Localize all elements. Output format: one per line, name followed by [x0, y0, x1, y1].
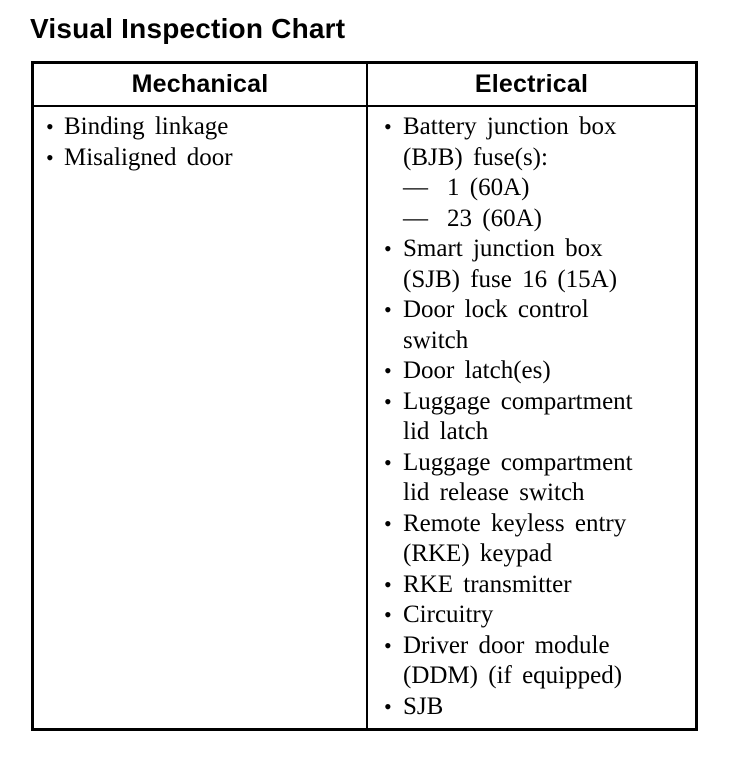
bullet-icon: • [384, 693, 392, 719]
mechanical-cell: • Binding linkage • Misaligned door [34, 107, 368, 728]
table-header-row: Mechanical Electrical [34, 64, 695, 107]
list-item-text: Door lock control switch [403, 296, 589, 354]
list-item: • Door latch(es) [384, 356, 691, 387]
sub-list-item: — 1 (60A) [384, 173, 691, 204]
list-item: • SJB [384, 692, 691, 723]
list-item: • Smart junction box (SJB) fuse 16 (15A) [384, 234, 691, 295]
list-item: • Circuitry [384, 600, 691, 631]
list-item: • Driver door module (DDM) (if equipped) [384, 631, 691, 692]
bullet-icon: • [384, 571, 392, 597]
list-item-text: Remote keyless entry (RKE) keypad [403, 509, 627, 568]
bullet-icon: • [46, 114, 54, 139]
list-item: • Misaligned door [46, 143, 358, 174]
dash-icon: — [403, 204, 428, 232]
list-item-text: Luggage compartment lid latch [403, 387, 633, 446]
list-item-text: Battery junction box (BJB) fuse(s): [403, 113, 617, 171]
sub-list-item-text: 23 (60A) [447, 204, 542, 232]
list-item: • Door lock control switch [384, 295, 691, 356]
bullet-icon: • [384, 358, 392, 383]
column-header-mechanical: Mechanical [34, 64, 368, 105]
sub-list-item: — 23 (60A) [384, 204, 691, 235]
bullet-icon: • [46, 144, 54, 170]
bullet-icon: • [384, 449, 392, 475]
list-item-text: Misaligned door [64, 143, 233, 171]
list-item-text: Door latch(es) [403, 357, 551, 384]
bullet-icon: • [384, 114, 392, 139]
list-item-text: Driver door module (DDM) (if equipped) [403, 631, 623, 690]
list-item: • Luggage compartment lid latch [384, 387, 691, 448]
page-title: Visual Inspection Chart [30, 13, 346, 44]
bullet-icon: • [384, 510, 392, 536]
list-item-text: Luggage compartment lid release switch [403, 448, 633, 507]
dash-icon: — [403, 174, 428, 201]
bullet-icon: • [384, 632, 392, 658]
electrical-cell: • Battery junction box (BJB) fuse(s): — 1 (… [368, 107, 695, 728]
list-item: • Binding linkage [46, 112, 358, 143]
list-item-text: Circuitry [403, 601, 494, 628]
list-item-text: SJB [403, 692, 444, 720]
list-item: • Remote keyless entry (RKE) keypad [384, 509, 691, 570]
list-item: • Luggage compartment lid release switch [384, 448, 691, 509]
list-item-text: Binding linkage [64, 113, 229, 140]
bullet-icon: • [384, 297, 392, 322]
column-header-electrical: Electrical [474, 70, 589, 98]
list-item-text: Smart junction box (SJB) fuse 16 (15A) [403, 235, 618, 293]
table-body-row: • Binding linkage • Misaligned door • Batter… [34, 107, 695, 728]
visual-inspection-table: Mechanical Electrical • Binding linkage • M… [31, 61, 698, 731]
bullet-icon: • [384, 236, 392, 261]
sub-list-item-text: 1 (60A) [447, 174, 530, 201]
bullet-icon: • [384, 388, 392, 414]
bullet-icon: • [384, 602, 392, 627]
list-item: • Battery junction box (BJB) fuse(s): [384, 112, 691, 173]
list-item-text: RKE transmitter [403, 570, 572, 598]
list-item: • RKE transmitter [384, 570, 691, 601]
